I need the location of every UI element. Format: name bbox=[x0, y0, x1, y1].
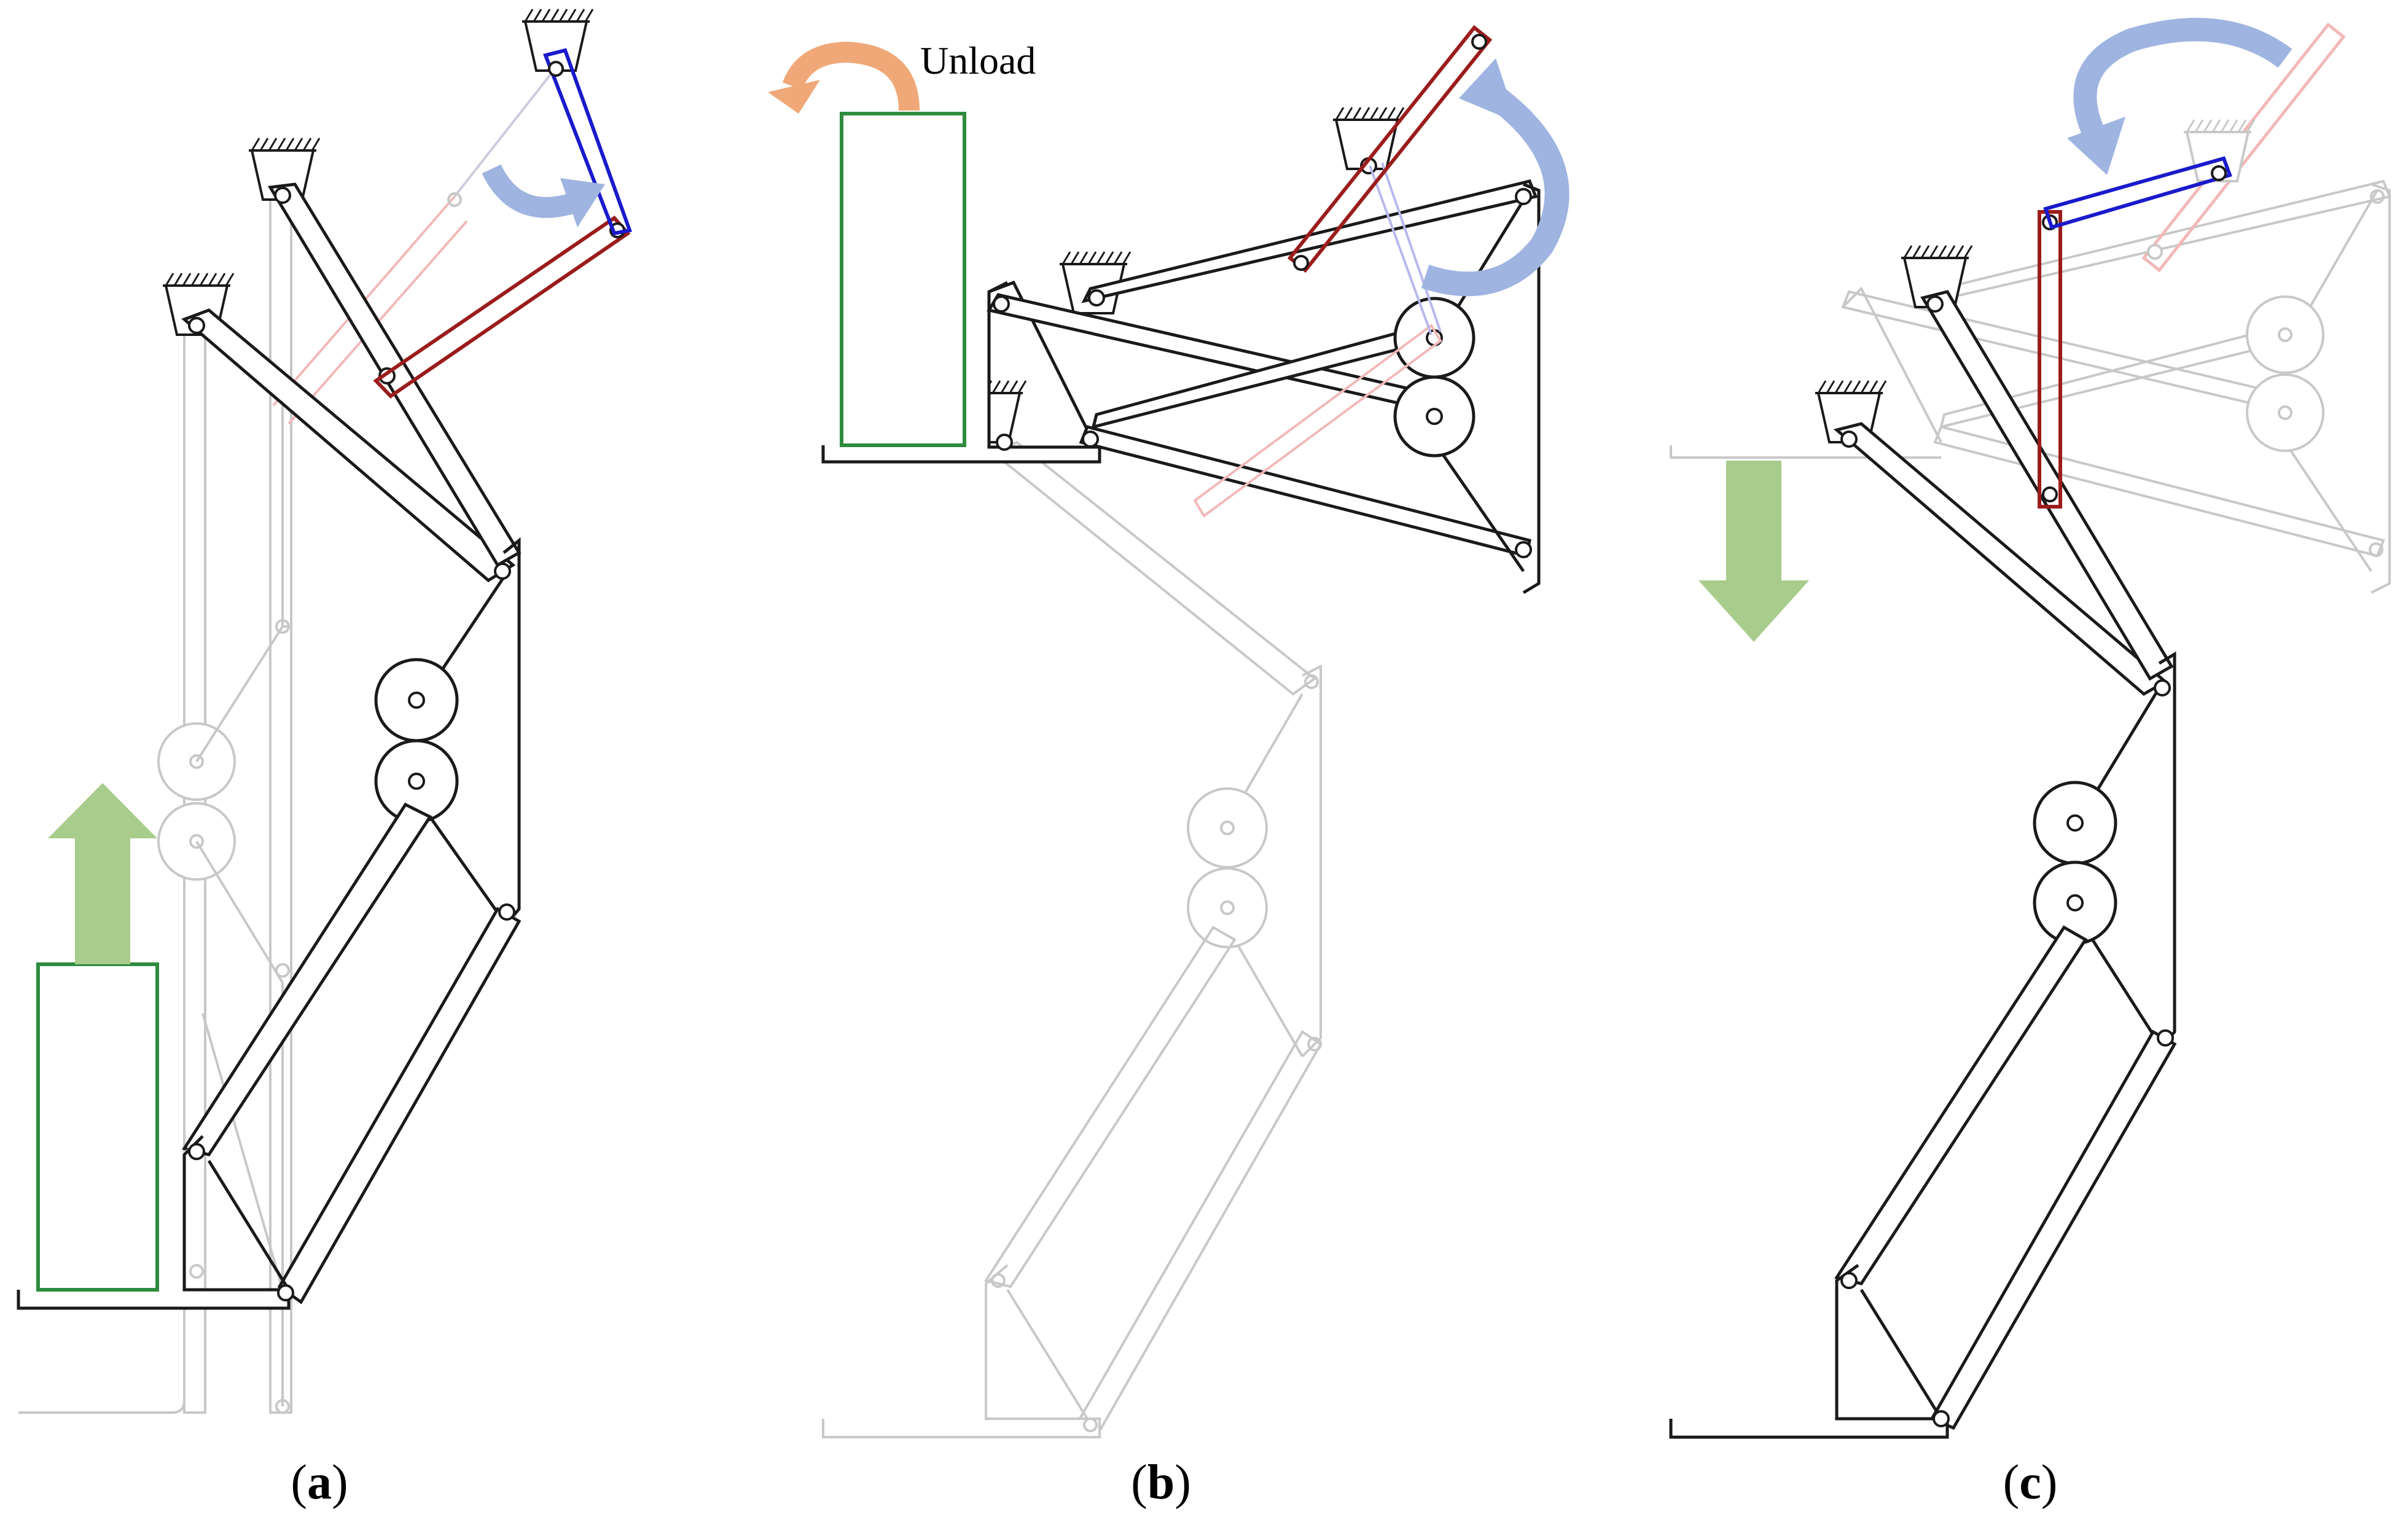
rotate-arrow-icon bbox=[482, 164, 578, 218]
rotate-arrow-head bbox=[2067, 117, 2125, 175]
unload-label: Unload bbox=[920, 39, 1036, 82]
up-arrow-icon bbox=[48, 783, 157, 964]
panel-a-blue-crank bbox=[542, 48, 632, 236]
unload-arrow-head bbox=[768, 80, 820, 114]
panel-b-ghost-configuration bbox=[822, 440, 1323, 1438]
panel-c-blue-crank bbox=[2043, 156, 2232, 230]
unload-arrow-icon bbox=[783, 41, 920, 111]
down-arrow-icon bbox=[1698, 461, 1809, 642]
panel-b-red-crank bbox=[1287, 25, 1493, 273]
panel-c: (c) bbox=[1669, 18, 2391, 1510]
rotate-arrow-icon bbox=[1421, 76, 1570, 297]
panel-b: Unload (b) bbox=[768, 25, 1570, 1510]
panel-label-b: (b) bbox=[1131, 1456, 1191, 1510]
panel-a: (a) bbox=[17, 9, 632, 1510]
panel-c-ghost-crank bbox=[2141, 22, 2346, 273]
rotate-arrow-head bbox=[560, 178, 605, 227]
panel-a-linkage bbox=[17, 9, 593, 1310]
panel-b-ghost-crank bbox=[1193, 162, 1442, 518]
panel-a-ghost-configuration bbox=[18, 66, 557, 1414]
rotate-arrow-head bbox=[1459, 58, 1517, 123]
payload-box bbox=[840, 112, 966, 447]
panel-c-linkage bbox=[1669, 120, 2254, 1439]
panel-label-a: (a) bbox=[291, 1456, 348, 1510]
panel-b-linkage bbox=[821, 107, 1541, 595]
panel-c-ghost-configuration bbox=[1670, 179, 2391, 594]
panel-label-c: (c) bbox=[2003, 1456, 2058, 1510]
rotate-arrow-icon bbox=[2073, 18, 2293, 140]
